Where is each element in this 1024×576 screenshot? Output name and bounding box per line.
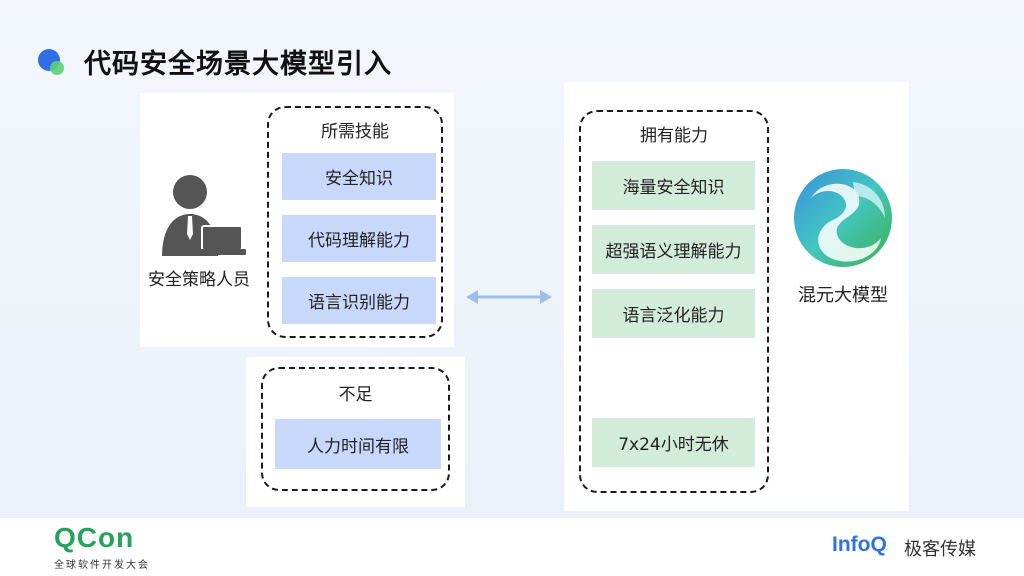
- abilities-title: 拥有能力: [640, 126, 708, 146]
- skill-item: 代码理解能力: [282, 215, 436, 262]
- qcon-subtitle: 全球软件开发大会: [54, 560, 150, 571]
- skills-title: 所需技能: [321, 122, 389, 142]
- hunyuan-logo-icon: [793, 168, 893, 268]
- model-label: 混元大模型: [798, 285, 888, 306]
- ability-item: 语言泛化能力: [592, 289, 755, 338]
- lack-group: 不足: [261, 367, 450, 491]
- lack-item: 人力时间有限: [275, 419, 441, 469]
- infoq-cn-label: 极客传媒: [904, 539, 976, 560]
- qcon-logo: QCon: [54, 522, 135, 553]
- person-laptop-icon: [158, 172, 248, 258]
- ability-item: 海量安全知识: [592, 161, 755, 210]
- person-label: 安全策略人员: [148, 270, 250, 290]
- lack-title: 不足: [338, 385, 373, 405]
- ability-item: 7x24小时无休: [592, 418, 755, 467]
- ability-item: 超强语义理解能力: [592, 225, 755, 274]
- page-title: 代码安全场景大模型引入: [84, 49, 392, 80]
- footer-bar: [0, 518, 1024, 576]
- abilities-group: 拥有能力: [579, 110, 769, 493]
- skills-group: 所需技能: [267, 106, 443, 338]
- title-bullet-icon: [38, 49, 66, 77]
- skill-item: 语言识别能力: [282, 277, 436, 324]
- double-arrow-icon: [464, 286, 554, 308]
- infoq-logo: InfoQ: [832, 533, 887, 556]
- skill-item: 安全知识: [282, 153, 436, 200]
